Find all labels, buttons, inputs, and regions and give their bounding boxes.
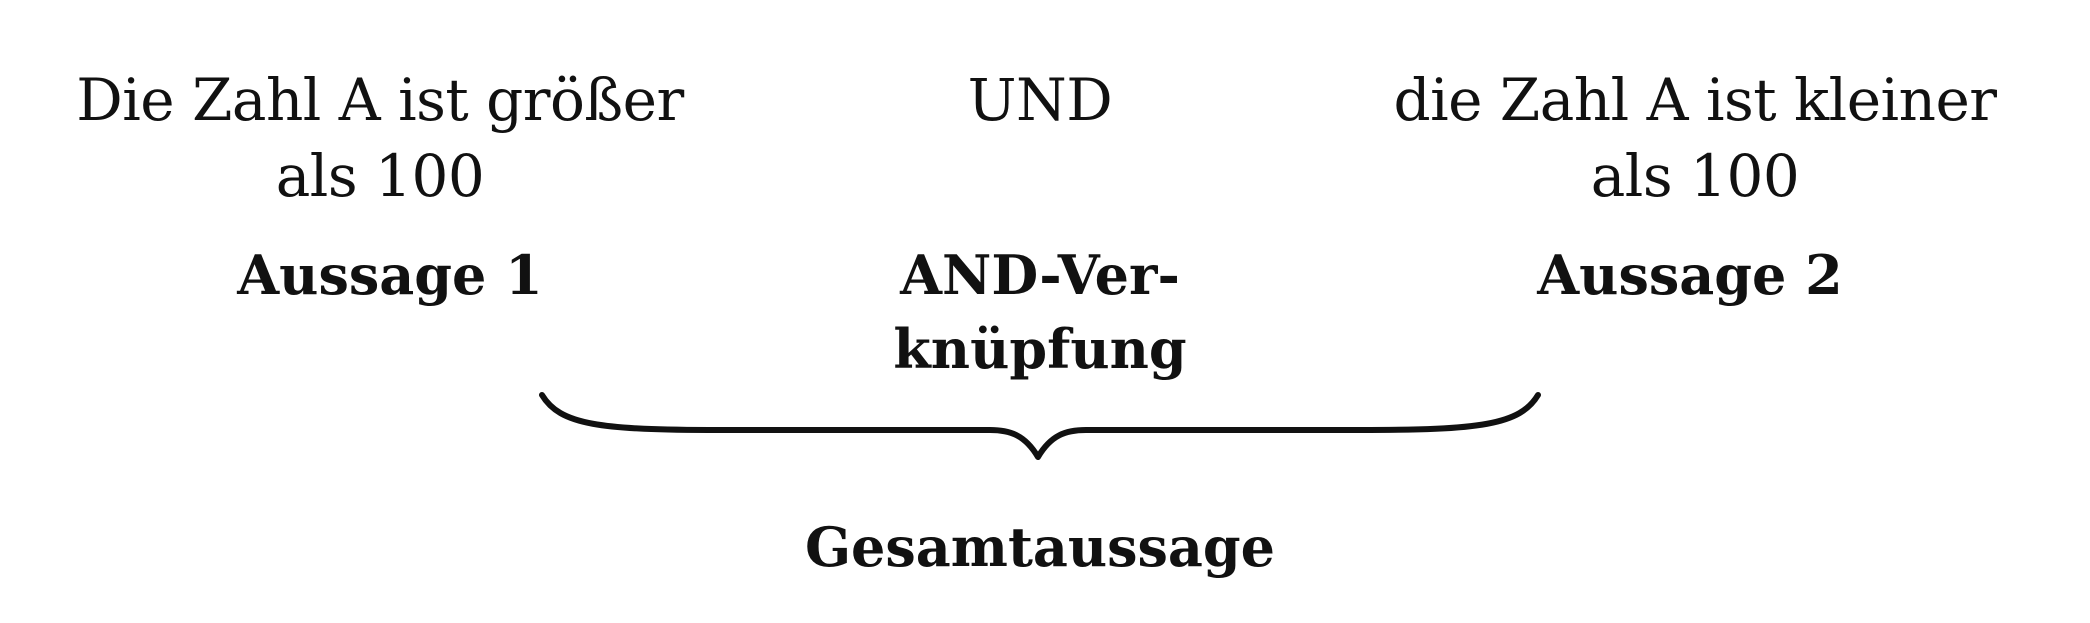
operator-label-line-2: knüpfung [893, 317, 1187, 381]
statement-2-label-text: Aussage 2 [1537, 243, 1843, 307]
brace-path [539, 392, 1541, 460]
result-label-text: Gesamtaussage [804, 515, 1276, 579]
statement-2-line-2: als 100 [1590, 142, 1800, 210]
statement-1-line-2: als 100 [275, 142, 485, 210]
statement-1-text: Die Zahl A ist größer als 100 [30, 62, 730, 214]
statement-2-text: die Zahl A ist kleiner als 100 [1330, 62, 2060, 214]
statement-1-label-text: Aussage 1 [237, 243, 543, 307]
operator-label: AND-Ver- knüpfung [820, 238, 1260, 386]
statement-2-line-1: die Zahl A ist kleiner [1393, 66, 1997, 134]
operator-label-line-1: AND-Ver- [900, 243, 1180, 307]
curly-brace-connector [539, 392, 1541, 460]
statement-1-line-1: Die Zahl A ist größer [76, 66, 684, 134]
statement-2-label: Aussage 2 [1480, 238, 1900, 312]
operator-text: UND [890, 62, 1190, 138]
operator-word: UND [967, 66, 1113, 134]
result-label: Gesamtaussage [720, 510, 1360, 584]
statement-1-label: Aussage 1 [180, 238, 600, 312]
